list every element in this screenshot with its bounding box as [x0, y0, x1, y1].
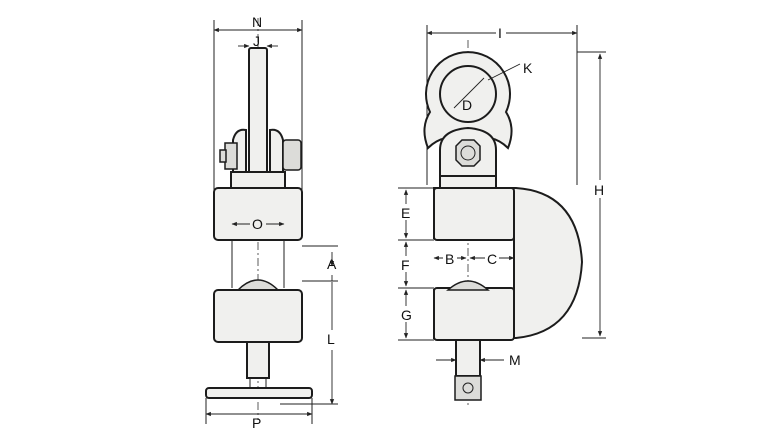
jaw-pad [236, 279, 280, 291]
label-A: A [327, 256, 337, 272]
label-C: C [487, 251, 497, 267]
label-O: O [252, 216, 263, 232]
upper-jaw-block [433, 187, 515, 241]
nut-right [282, 139, 302, 171]
label-G: G [401, 307, 412, 323]
bolt-head-left [224, 142, 238, 170]
label-N: N [252, 14, 262, 30]
lower-body [213, 289, 303, 343]
link-neck [439, 175, 497, 189]
label-L: L [327, 331, 335, 347]
label-H: H [594, 182, 604, 198]
side-screw [455, 339, 481, 377]
label-D: D [462, 97, 472, 113]
upper-body [213, 187, 303, 241]
tommy-bar [205, 387, 313, 399]
lower-jaw-block [433, 287, 515, 341]
link-nut [455, 139, 481, 167]
bolt-tip-left [219, 149, 227, 163]
front-view: N J O A L P [205, 14, 338, 431]
screw [246, 341, 270, 379]
label-M: M [509, 352, 521, 368]
label-J: J [253, 33, 260, 49]
label-I: I [498, 25, 502, 41]
label-K: K [523, 60, 533, 76]
side-view: I D K E [398, 24, 608, 408]
side-jaw-pad [446, 280, 490, 291]
label-F: F [401, 257, 410, 273]
top-rod [248, 47, 268, 189]
label-B: B [445, 251, 454, 267]
side-handle-end [454, 375, 482, 401]
label-P: P [252, 415, 261, 431]
label-E: E [401, 205, 410, 221]
